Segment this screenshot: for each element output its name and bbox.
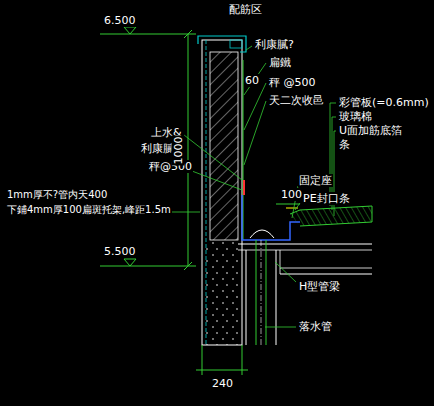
dimension-label: 100 [280,188,303,201]
zone-label: 配筋区 [228,3,263,16]
material-label: 条 [338,138,351,151]
material-label: 秤@500 [148,160,193,173]
material-label: 彩管板(=0.6mm) [338,96,430,109]
elevation-mark: 6.500 [103,14,137,27]
dimension-label: 60 [244,74,260,87]
material-label: 利康膩? [254,38,295,51]
note-label: 下鋪4mm厚100扁斑托架,峰距1.5m [6,203,172,216]
part-label: H型管梁 [298,280,341,293]
elevation-mark: 5.500 [103,245,137,258]
part-label: PE封口条 [302,192,351,205]
material-label: U面加筋底箔 [338,124,403,137]
note-label: 天二次收邑 [268,94,325,107]
dimension-label: 240 [211,377,234,390]
part-label: 固定座 [298,174,333,187]
note-label: 1mm厚不?管内天400 [6,188,108,201]
material-label: 秤 @500 [268,76,317,89]
dimension-label: 1000 [172,136,185,166]
material-label: 扁鐵 [268,56,292,69]
part-label: 落水管 [298,320,333,333]
material-label: 玻璃棉 [338,110,373,123]
